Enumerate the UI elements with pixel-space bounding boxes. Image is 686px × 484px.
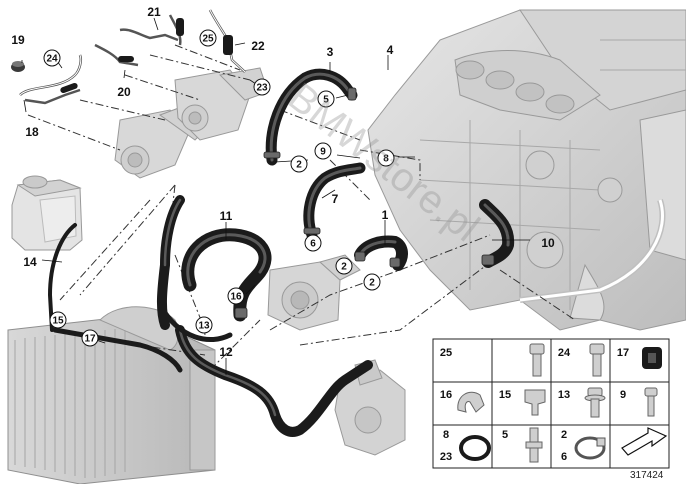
callout-18: 18 — [25, 125, 39, 139]
callout-2: 2 — [369, 278, 375, 289]
legend-label-17: 17 — [617, 347, 629, 359]
engine-block — [367, 9, 686, 331]
turbocharger-right — [174, 67, 269, 141]
legend-label-5: 5 — [502, 429, 508, 441]
legend-label-2: 2 — [561, 429, 567, 441]
callout-12: 12 — [219, 345, 233, 359]
o-ring-icon — [459, 435, 491, 461]
rubber-mount-icon — [642, 347, 662, 369]
callout-7: 7 — [332, 192, 339, 206]
legend-label-13: 13 — [558, 389, 570, 401]
catalog-number: 317424 — [630, 470, 664, 481]
legend-labels: 25 24 17 16 15 13 9 8 23 5 2 6 — [440, 347, 629, 463]
callout-circle-25 — [199, 29, 217, 47]
callout-2: 2 — [296, 160, 302, 171]
callout-circle-6 — [304, 234, 322, 252]
callout-1: 1 — [382, 208, 389, 222]
legend-label-25: 25 — [440, 347, 452, 359]
legend-label-24: 24 — [558, 347, 571, 359]
turbo-coolant-pipes — [19, 9, 246, 105]
coolant-hoses — [47, 68, 515, 437]
callout-20: 20 — [117, 85, 131, 99]
callout-25: 25 — [202, 34, 214, 45]
callout-2: 2 — [341, 262, 347, 273]
clamp-icon — [524, 389, 546, 416]
callout-circle-2 — [290, 155, 308, 173]
pipe-hose-sections — [60, 18, 233, 94]
legend-icons — [457, 343, 668, 463]
legend-label-23: 23 — [440, 451, 452, 463]
callout-8: 8 — [383, 154, 389, 165]
callout-19: 19 — [11, 33, 25, 47]
callout-5: 5 — [323, 95, 329, 106]
callout-21: 21 — [147, 5, 161, 19]
callout-circle-13 — [195, 316, 213, 334]
banjo-bolt-19 — [11, 61, 25, 72]
callout-10: 10 — [541, 236, 555, 250]
bolt-icon — [644, 387, 658, 417]
callout-3: 3 — [327, 45, 334, 59]
hose-17 — [52, 327, 183, 373]
hose-clip-icon — [457, 391, 485, 413]
flange-bolt-icon — [584, 387, 606, 418]
callout-circle-5 — [317, 90, 335, 108]
hose-clamps — [234, 87, 495, 319]
callout-17: 17 — [84, 334, 96, 345]
callout-circle-9 — [314, 142, 332, 160]
bolt-icon — [529, 343, 545, 377]
callout-15: 15 — [52, 316, 64, 327]
legend-label-16: 16 — [440, 389, 452, 401]
bolt-icon — [589, 343, 605, 377]
callout-14: 14 — [23, 255, 37, 269]
callout-circle-8 — [377, 149, 395, 167]
legend-label-9: 9 — [620, 389, 626, 401]
callout-6: 6 — [310, 239, 316, 250]
callout-circle-16 — [227, 287, 245, 305]
callout-24: 24 — [46, 54, 58, 65]
callout-circle-2 — [363, 273, 381, 291]
callout-circle-2 — [335, 257, 353, 275]
callout-circle-17 — [81, 329, 99, 347]
callout-11: 11 — [220, 209, 233, 223]
hose-clamp-icon — [574, 436, 606, 460]
legend-label-6: 6 — [561, 451, 567, 463]
radiator — [7, 306, 216, 484]
callout-9: 9 — [320, 147, 326, 158]
callout-22: 22 — [251, 39, 265, 53]
arrow-icon — [621, 427, 668, 456]
callout-23: 23 — [256, 83, 268, 94]
legend-label-15: 15 — [499, 389, 511, 401]
hose-14 — [47, 223, 77, 332]
callout-4: 4 — [387, 43, 394, 57]
expansion-tank — [11, 175, 83, 251]
callout-circle-15 — [49, 311, 67, 329]
callout-circle-23 — [253, 78, 271, 96]
stud-bolt-icon — [525, 427, 543, 463]
callout-13: 13 — [198, 321, 210, 332]
callout-16: 16 — [230, 292, 242, 303]
legend-label-8: 8 — [443, 429, 449, 441]
callout-circle-24 — [43, 49, 61, 67]
